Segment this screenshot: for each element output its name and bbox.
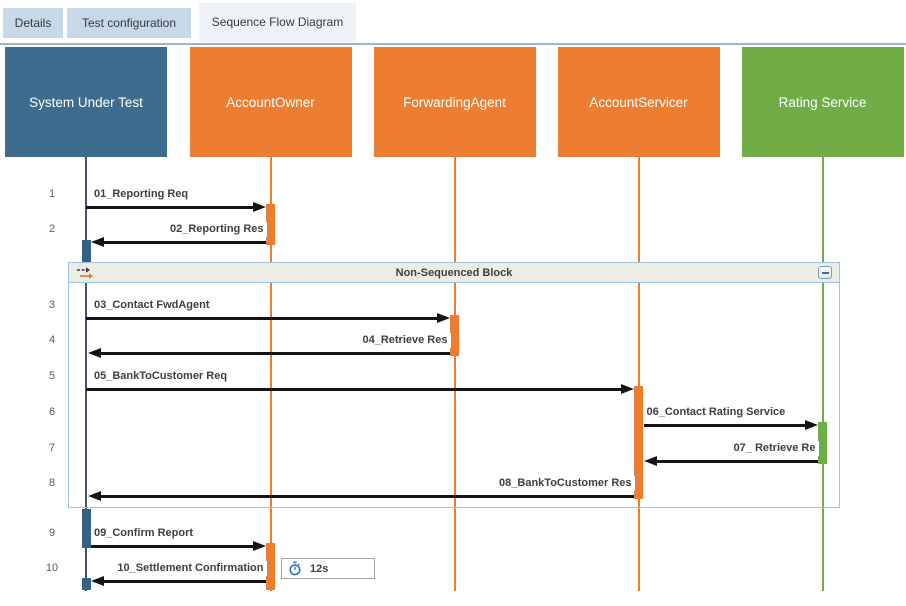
row-number: 3	[48, 299, 56, 311]
message-label[interactable]: 09_Confirm Report	[91, 526, 197, 541]
activation-bar	[450, 315, 459, 356]
message-label[interactable]: 02_Reporting Res	[166, 222, 267, 237]
lifeline-header-2[interactable]: AccountOwner	[189, 47, 352, 157]
arrowhead-icon	[436, 313, 450, 323]
tab-sequence-flow-diagram[interactable]: Sequence Flow Diagram	[199, 3, 356, 42]
lifeline-name: AccountServicer	[589, 94, 688, 110]
message-label[interactable]: 04_Retrieve Res	[359, 333, 451, 348]
arrowhead-icon	[91, 237, 104, 247]
stopwatch-icon	[289, 561, 301, 576]
lifeline-header-4[interactable]: AccountServicer	[557, 47, 720, 157]
message-arrow-line	[91, 545, 254, 548]
tab-details[interactable]: Details	[3, 8, 63, 38]
activation-bar	[81, 240, 91, 262]
message-arrow-line	[100, 352, 450, 355]
row-number: 8	[48, 477, 56, 489]
row-number: 4	[48, 334, 56, 346]
activation-bar	[266, 543, 275, 590]
lifeline-header-5[interactable]: Rating Service	[741, 47, 904, 157]
tab-test-configuration[interactable]: Test configuration	[67, 8, 191, 38]
activation-bar	[81, 578, 91, 590]
message-arrow-line	[103, 580, 266, 583]
non-sequenced-block: Non-Sequenced Block	[68, 262, 840, 508]
arrowhead-icon	[804, 420, 818, 430]
non-sequenced-block-title: Non-Sequenced Block	[395, 267, 513, 279]
timer-box[interactable]: 12s	[281, 558, 375, 579]
tabbar-divider	[0, 43, 906, 45]
message-arrow-line	[86, 206, 254, 209]
non-sequenced-block-header[interactable]: Non-Sequenced Block	[69, 263, 839, 283]
message-arrow-line	[100, 495, 634, 498]
activation-bar	[634, 386, 643, 499]
lifeline-header-3[interactable]: ForwardingAgent	[373, 47, 536, 157]
arrowhead-icon	[252, 541, 266, 551]
lifeline-2	[269, 157, 272, 591]
lifeline-5	[821, 157, 824, 591]
arrowhead-icon	[91, 576, 104, 586]
minus-icon	[821, 271, 829, 274]
arrowhead-icon	[620, 384, 634, 394]
row-number: 9	[48, 527, 56, 539]
row-number: 7	[48, 442, 56, 454]
lifeline-name: ForwardingAgent	[403, 94, 506, 110]
message-label[interactable]: 06_Contact Rating Service	[643, 405, 789, 420]
arrowhead-icon	[252, 202, 266, 212]
message-label[interactable]: 10_Settlement Confirmation	[114, 561, 267, 576]
message-label[interactable]: 03_Contact FwdAgent	[91, 298, 213, 313]
message-label[interactable]: 01_Reporting Req	[91, 187, 192, 202]
lifeline-name: AccountOwner	[226, 94, 315, 110]
arrowhead-icon	[643, 456, 657, 466]
message-label[interactable]: 07_ Retrieve Re	[730, 441, 819, 456]
message-label[interactable]: 05_BankToCustomer Req	[91, 369, 231, 384]
message-label[interactable]: 08_BankToCustomer Res	[496, 476, 635, 491]
lifeline-4	[637, 157, 640, 591]
activation-bar	[266, 204, 275, 245]
message-arrow-line	[643, 424, 806, 427]
arrowhead-icon	[88, 491, 101, 501]
non-sequenced-arrows-icon	[77, 267, 93, 279]
activation-bar	[818, 422, 827, 464]
message-arrow-line	[86, 388, 622, 391]
timer-value: 12s	[310, 562, 329, 575]
lifeline-header-1[interactable]: System Under Test	[5, 47, 167, 157]
lifeline-1	[85, 157, 87, 591]
lifeline-name: Rating Service	[778, 94, 867, 110]
row-number: 5	[48, 370, 56, 382]
arrowhead-icon	[88, 348, 101, 358]
activation-bar	[81, 509, 91, 548]
message-arrow-line	[655, 460, 818, 463]
collapse-block-button[interactable]	[818, 266, 832, 279]
lifeline-3	[453, 157, 456, 591]
row-number: 10	[45, 562, 59, 574]
lifeline-name: System Under Test	[29, 94, 143, 110]
row-number: 1	[48, 188, 56, 200]
row-number: 6	[48, 406, 56, 418]
sequence-flow-diagram: Non-Sequenced Block System Under Test Acc…	[0, 45, 906, 606]
message-arrow-line	[103, 241, 266, 244]
row-number: 2	[48, 223, 56, 235]
message-arrow-line	[86, 317, 438, 320]
